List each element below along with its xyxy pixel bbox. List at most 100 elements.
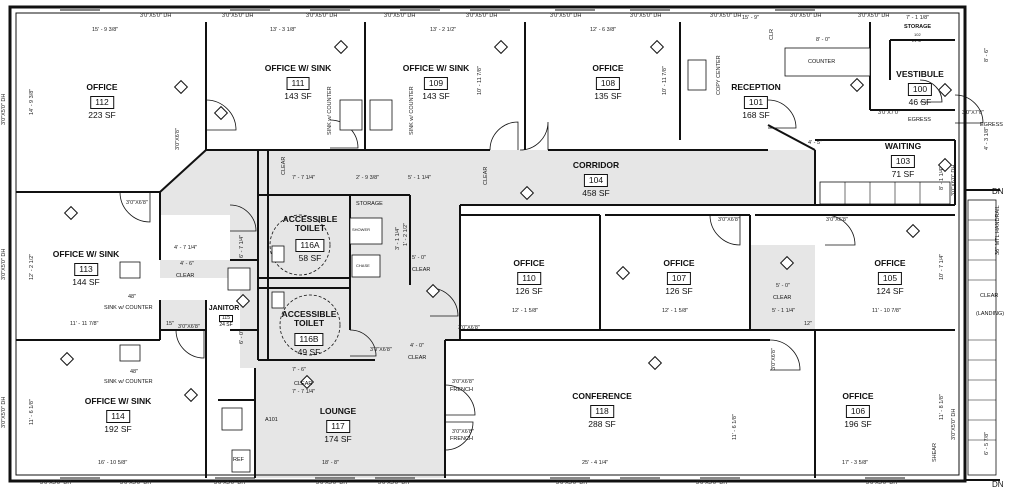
window-tag: 3'0"X5'0" DH — [1, 248, 7, 280]
dimension: 13' - 3 1/8" — [270, 27, 297, 33]
landing-label: (LANDING) — [976, 311, 1005, 317]
dimension: 10' - 11 7/8" — [662, 66, 668, 95]
janitor-sink — [227, 267, 251, 291]
window-tag: 3'0"X5'0" DH — [550, 13, 582, 19]
room-area: 288 SF — [588, 419, 616, 429]
dimension: 11' - 11 7/8" — [70, 321, 99, 327]
window-tag: 3'0"X5'0" DH — [222, 13, 254, 19]
sink-fixture — [119, 261, 141, 279]
window-tag: 3'0"X5'0" DH — [306, 13, 338, 19]
clear-label: CLEAR — [483, 166, 489, 185]
chase-label: CHASE — [356, 263, 370, 268]
dimension: 6' - 7 1/4" — [239, 234, 245, 258]
room-name: RECEPTION — [731, 82, 781, 92]
clear-label: CLEAR — [176, 273, 195, 279]
door-swing — [919, 79, 943, 103]
clear-fill — [750, 245, 815, 330]
room-name: OFFICE W/ SINK — [264, 63, 332, 73]
door-tag: 3'0"X6'8" — [458, 325, 480, 331]
window-tag: 3'0"X5'0" DH — [466, 13, 498, 19]
chase-fixture — [351, 254, 381, 278]
dimension: 6' - 0" — [239, 329, 245, 344]
window-tag: 3'0"X5'0" DH — [630, 13, 662, 19]
toilet-fixture — [271, 291, 285, 309]
door-swing — [175, 329, 205, 359]
storage-number: 102 — [914, 32, 921, 37]
dimension: 4' - 3 1/8" — [984, 126, 990, 150]
room-name: CORRIDOR — [572, 160, 620, 170]
window-tag: 3'0"X5'0" DH — [384, 13, 416, 19]
window-tag: 3'0"X5'0" DH — [951, 408, 957, 440]
storage-label: STORAGE — [904, 24, 932, 30]
room-name: OFFICE — [842, 391, 874, 401]
room-name: LOUNGE — [319, 406, 357, 416]
door-tag: 3'0"X6'8" — [175, 128, 181, 150]
dimension: 13' - 2 1/2" — [430, 27, 457, 33]
room-name: OFFICE — [874, 258, 906, 268]
clear-label: CLEAR — [773, 295, 792, 301]
dimension: 2' - 9 3/8" — [356, 175, 380, 181]
shower-label: SHOWER — [352, 227, 370, 232]
lounge-sink — [221, 407, 243, 431]
dimension: 7' - 6" — [292, 367, 307, 373]
room-area: 143 SF — [284, 91, 312, 101]
dimension: 4' - 0" — [410, 343, 425, 349]
room-number: 107 — [666, 272, 692, 285]
door-swing — [444, 384, 476, 416]
room-number: 109 — [423, 77, 449, 90]
dimension: 11' - 6 1/8" — [29, 399, 35, 425]
door-swing — [519, 121, 549, 151]
dimension: 17' - 3 5/8" — [842, 460, 869, 466]
window-tag: 3'0"X5'0" DH — [120, 480, 152, 486]
room-area: 196 SF — [844, 419, 872, 429]
dimension: 1' - 2 1/2" — [403, 222, 409, 246]
room-number: 111 — [286, 77, 310, 90]
room-name: OFFICE — [663, 258, 695, 268]
room-name: WAITING — [884, 141, 922, 151]
door-tag: 3'0"X6'8" — [126, 200, 148, 206]
window-tag: 3'0"X5'0" DH — [378, 480, 410, 486]
dimension: 14' - 9 3/8" — [29, 88, 35, 115]
dimension: 25' - 4 1/4" — [582, 460, 609, 466]
room-area: 46 SF — [908, 97, 932, 107]
window-tag: 3'0"X5'0" DH — [696, 480, 728, 486]
door-swing — [489, 121, 519, 151]
door-tag: 3'0"X6'8" — [370, 347, 392, 353]
door-swing — [229, 204, 257, 232]
window-tag: 3'0"X5'0" DH — [316, 480, 348, 486]
door-swing — [954, 94, 984, 124]
room-name: JANITOR — [208, 305, 240, 312]
window-tag: 3'0"X5'0" DH — [214, 480, 246, 486]
room-area: 58 SF — [298, 253, 322, 263]
room-area: 126 SF — [515, 286, 543, 296]
dimension: 15' - 9 3/8" — [92, 27, 119, 33]
dimension: 15" — [166, 321, 175, 327]
room-number: 114 — [106, 410, 130, 423]
dimension: 16' - 10 5/8" — [98, 460, 128, 466]
window-tag: 3'0"X6'0" DH — [951, 164, 957, 196]
sink-counter-label: SINK w/ COUNTER — [409, 86, 415, 135]
sink-counter-label: SINK w/ COUNTER — [104, 379, 153, 385]
clear-label: CLEAR — [980, 293, 999, 299]
door-tag: 3'0"X6'8" — [178, 324, 200, 330]
dimension: 4' - 6" — [180, 261, 195, 267]
room-area: 192 SF — [104, 424, 132, 434]
dimension: 12' - 1 5/8" — [662, 308, 689, 314]
room-area: 126 SF — [665, 286, 693, 296]
room-name: OFFICE — [592, 63, 624, 73]
shower-fixture — [349, 217, 383, 245]
sink-fixture — [119, 344, 141, 362]
french-door-label: FRENCH — [450, 436, 473, 442]
room-area: 24 SF — [219, 322, 233, 328]
dimension: 5' - 0" — [412, 255, 427, 261]
window-tag: 3'0"X5'0" DH — [1, 396, 7, 428]
dimension: 48" — [128, 294, 137, 300]
room-number: 112 — [90, 96, 114, 109]
room-number: 106 — [845, 405, 871, 418]
dimension: 7' - 1 1/8" — [906, 15, 930, 21]
door-swing — [767, 99, 797, 129]
dimension: 8' - 0" — [816, 37, 831, 43]
window-tag: 3'0"X5'0" DH — [858, 13, 890, 19]
dimension: 6' - 5 7/8" — [984, 431, 990, 455]
